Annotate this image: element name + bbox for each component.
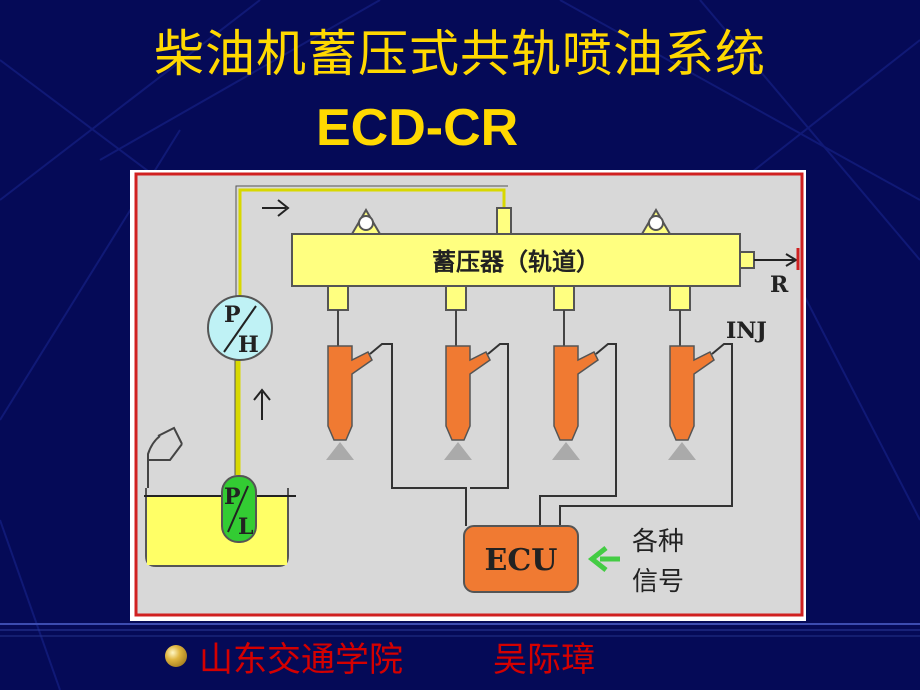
injector-3 [553, 345, 599, 441]
wire-injector-4 [559, 343, 733, 526]
flow-arrow-right [262, 199, 290, 217]
return-label: R [770, 272, 789, 298]
footer-divider [0, 623, 920, 637]
signals-label-line2: 信号 [632, 567, 684, 597]
spray-3 [552, 442, 580, 460]
low-pressure-pump-label-top: P [224, 484, 241, 510]
title-chinese: 柴油机蓄压式共轨喷油系统 [154, 25, 766, 83]
pressure-relief-fitting [739, 251, 755, 269]
rail-outlet-1 [327, 285, 349, 311]
signal-arrow [587, 546, 620, 572]
spray-4 [668, 442, 696, 460]
wire-injector-3 [539, 343, 617, 526]
low-pressure-pump-label-bottom: L [238, 514, 253, 540]
fuel-tank [147, 496, 287, 565]
ecu-box [463, 525, 579, 593]
rail-inlet-fitting [496, 207, 512, 235]
bullet-icon [165, 645, 187, 667]
tank-return-line [147, 426, 183, 488]
wire-injector-2 [470, 343, 509, 489]
return-arrow [754, 253, 798, 267]
footer-author: 吴际璋 [493, 639, 595, 680]
rail-label: 蓄压器（轨道） [432, 248, 600, 276]
signals-label-line1: 各种 [632, 527, 684, 557]
footer-school: 山东交通学院 [199, 639, 403, 680]
footer: 山东交通学院 吴际璋 [165, 636, 595, 680]
high-pressure-pump-label-top: P [224, 302, 241, 328]
fuel-tank-outline [145, 488, 289, 567]
flow-arrow-up [253, 388, 271, 420]
spray-1 [326, 442, 354, 460]
injector-1 [327, 345, 373, 441]
rail-outlet-4 [669, 285, 691, 311]
high-pressure-line [238, 188, 506, 298]
injector-4 [669, 345, 715, 441]
rail-outlet-3 [553, 285, 575, 311]
ecu-label: ECU [485, 543, 558, 578]
injector-label: INJ [726, 318, 767, 344]
high-pressure-pump-label-bottom: H [238, 332, 259, 358]
title-english: ECD-CR [316, 99, 519, 157]
common-rail-diagram: P H P L ECU 各种 信号 蓄压器（轨道） R INJ [130, 170, 806, 621]
rail-outlet-2 [445, 285, 467, 311]
spray-2 [444, 442, 472, 460]
wire-injector-1 [369, 343, 467, 526]
high-pressure-line-outline [235, 185, 508, 298]
injector-2 [445, 345, 491, 441]
